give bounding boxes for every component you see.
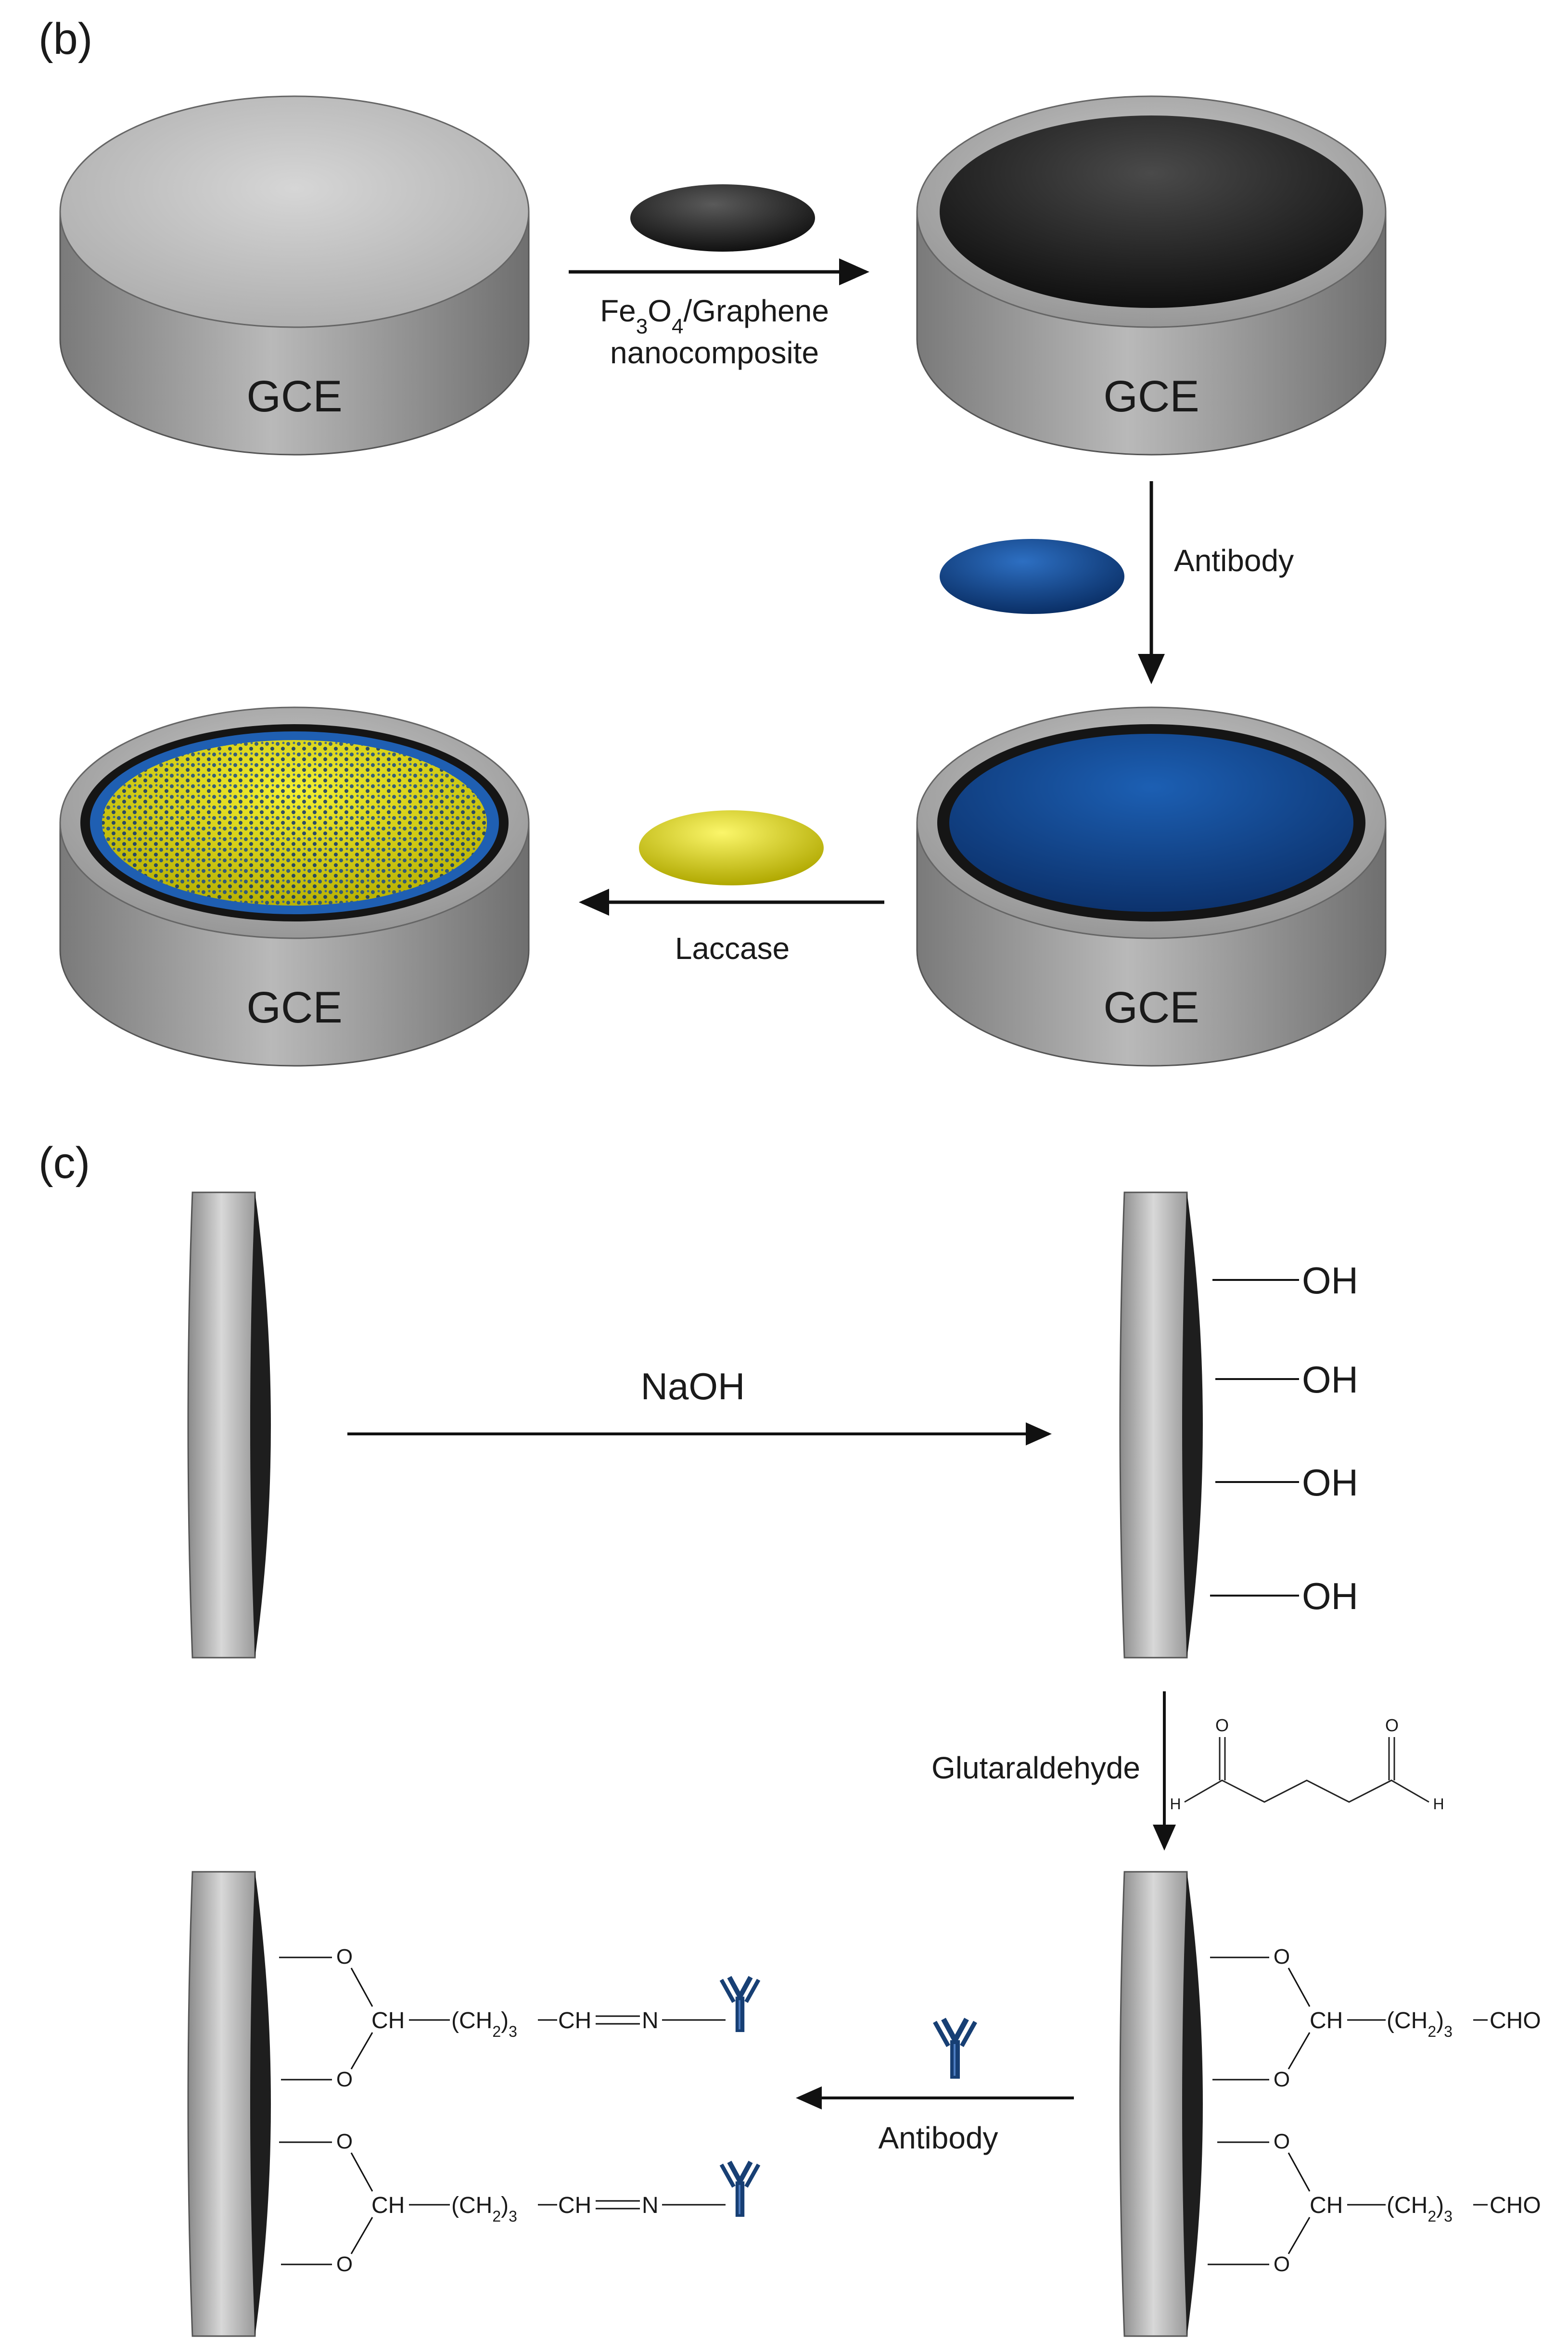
glutaraldehyde-structure — [1184, 1737, 1429, 1803]
oh-label-4: OH — [1302, 1575, 1358, 1617]
svg-text:CH: CH — [1310, 2193, 1343, 2218]
antibody-immobilization-label: Antibody — [878, 2121, 998, 2155]
svg-text:O: O — [336, 1945, 353, 1969]
svg-text:N: N — [642, 2008, 659, 2033]
glutaraldehyde-label: Glutaraldehyde — [931, 1751, 1140, 1785]
hydroxyl-groups: OH OH OH OH — [1210, 1259, 1358, 1617]
antibody-icon-reagent — [935, 2019, 975, 2079]
panel-b-label: (b) — [38, 14, 92, 64]
electrode-side-bare — [187, 1191, 271, 1659]
antibody-icon-bound-1 — [721, 1977, 758, 2032]
panel-c-label: (c) — [38, 1138, 90, 1188]
svg-text:CH: CH — [371, 2008, 405, 2033]
glut-h-right: H — [1433, 1795, 1444, 1813]
antibody-pill — [940, 539, 1124, 614]
svg-text:O: O — [1274, 2252, 1290, 2276]
svg-text:N: N — [642, 2193, 659, 2218]
svg-text:O: O — [1274, 2068, 1290, 2091]
acetal-aldehyde-group-1: O CH O (CH2)3 CHO — [1210, 1945, 1541, 2091]
svg-text:(CH2)3: (CH2)3 — [1387, 2008, 1453, 2040]
electrode-side-hydroxyl — [1119, 1191, 1203, 1659]
electrode-side-immobilized — [187, 1871, 271, 2337]
glut-o-left: O — [1215, 1715, 1229, 1735]
acetal-aldehyde-group-2: O CH O (CH2)3 CHO — [1208, 2130, 1541, 2276]
svg-text:(CH2)3: (CH2)3 — [451, 2193, 517, 2225]
antibody-icon-bound-2 — [721, 2162, 758, 2217]
gce-label-2: GCE — [1103, 372, 1199, 421]
svg-text:(CH2)3: (CH2)3 — [1387, 2193, 1453, 2225]
svg-text:O: O — [336, 2068, 353, 2091]
imine-antibody-group-2: O CH O (CH2)3 CH N — [279, 2130, 726, 2276]
electrode-graphene-gce: GCE — [916, 95, 1387, 456]
glut-o-right: O — [1385, 1715, 1399, 1735]
electrode-bare-gce: GCE — [59, 95, 530, 456]
svg-text:CH: CH — [558, 2008, 591, 2033]
svg-text:CH: CH — [558, 2193, 591, 2218]
svg-text:O: O — [1274, 2130, 1290, 2153]
svg-text:CH: CH — [1310, 2008, 1343, 2033]
svg-text:CHO: CHO — [1490, 2008, 1541, 2033]
gce-label-1: GCE — [246, 372, 342, 421]
svg-text:CHO: CHO — [1490, 2193, 1541, 2218]
naoh-label: NaOH — [641, 1365, 745, 1407]
svg-text:O: O — [336, 2130, 353, 2153]
electrode-antibody-gce: GCE — [916, 706, 1387, 1067]
step-1-label-line-2: nanocomposite — [610, 335, 819, 370]
graphene-pill — [630, 184, 815, 252]
electrode-side-aldehyde — [1119, 1871, 1203, 2337]
laccase-pill — [639, 810, 824, 885]
imine-antibody-group-1: O CH O (CH2)3 CH N — [279, 1945, 726, 2091]
gce-label-3: GCE — [1103, 983, 1199, 1032]
svg-text:O: O — [1274, 1945, 1290, 1969]
glut-h-left: H — [1170, 1795, 1181, 1813]
svg-text:O: O — [336, 2252, 353, 2276]
svg-text:CH: CH — [371, 2193, 405, 2218]
electrode-laccase-gce: GCE — [59, 706, 530, 1067]
svg-text:(CH2)3: (CH2)3 — [451, 2008, 517, 2040]
step-3-label: Laccase — [675, 931, 790, 966]
step-2-label: Antibody — [1174, 543, 1294, 578]
gce-label-4: GCE — [246, 983, 342, 1032]
oh-label-1: OH — [1302, 1259, 1358, 1302]
oh-label-2: OH — [1302, 1358, 1358, 1401]
step-1-label: Fe3O4/Graphene — [600, 294, 829, 338]
oh-label-3: OH — [1302, 1461, 1358, 1504]
